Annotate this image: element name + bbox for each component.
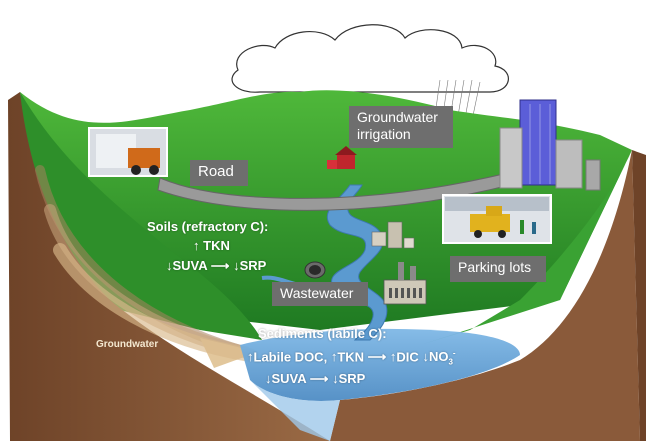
drain-pipe bbox=[304, 261, 326, 279]
right-arrow-icon: ⟶ bbox=[309, 371, 329, 386]
sediments-line2: ↓SUVA ⟶ ↓SRP bbox=[265, 371, 365, 387]
sediments-suva: SUVA bbox=[271, 371, 307, 386]
sediments-title: Sediments (labile C): bbox=[258, 326, 387, 341]
sediments-dic: DIC bbox=[396, 349, 419, 365]
groundwater-irrigation-line2: irrigation bbox=[357, 126, 411, 142]
road-label: Road bbox=[190, 160, 248, 186]
down-arrow-icon: ↓ bbox=[332, 371, 339, 386]
city-buildings bbox=[499, 99, 601, 191]
down-arrow-icon: ↓ bbox=[422, 349, 429, 365]
wastewater-label: Wastewater bbox=[272, 282, 368, 306]
no3-subscript: 3 bbox=[448, 357, 453, 367]
soils-line2: ↓SUVA ⟶ ↓SRP bbox=[166, 258, 266, 274]
sediments-srp: SRP bbox=[338, 371, 366, 386]
snow-plow-photo bbox=[88, 127, 168, 177]
down-arrow-icon: ↓ bbox=[233, 258, 240, 273]
down-arrow-icon: ↓ bbox=[265, 371, 272, 386]
soils-suva: SUVA bbox=[172, 258, 208, 273]
left-soil-face bbox=[8, 92, 330, 441]
sediments-tkn: TKN bbox=[337, 349, 365, 365]
parking-lots-label: Parking lots bbox=[450, 256, 546, 282]
no3-superscript: - bbox=[452, 349, 456, 358]
houses bbox=[371, 221, 415, 249]
barn bbox=[327, 146, 357, 169]
down-arrow-icon: ↓ bbox=[166, 258, 173, 273]
sediments-labile-doc: Labile DOC, bbox=[253, 349, 328, 365]
parking-lot-photo bbox=[442, 194, 552, 244]
soils-line1: ↑ TKN bbox=[193, 238, 230, 254]
soils-tkn: TKN bbox=[203, 238, 230, 253]
no3-symbol: NO bbox=[428, 349, 449, 365]
up-arrow-icon: ↑ bbox=[193, 238, 200, 253]
soils-srp: SRP bbox=[239, 258, 267, 273]
sediments-line1: ↑Labile DOC, ↑TKN ⟶ ↑DIC ↓NO3- bbox=[247, 346, 456, 371]
groundwater-flow-arrows bbox=[35, 165, 258, 368]
up-arrow-icon: ↑ bbox=[330, 349, 338, 365]
soils-title: Soils (refractory C): bbox=[147, 219, 269, 234]
up-arrow-icon: ↑ bbox=[389, 349, 397, 365]
right-arrow-icon: ⟶ bbox=[367, 349, 387, 365]
right-arrow-icon: ⟶ bbox=[210, 258, 230, 273]
sediments-no3: NO3- bbox=[428, 349, 456, 367]
groundwater-label: Groundwater bbox=[96, 339, 159, 350]
wastewater-plant bbox=[383, 262, 427, 305]
right-hillside bbox=[420, 150, 632, 345]
front-soil-face bbox=[330, 150, 640, 441]
groundwater-irrigation-line1: Groundwater bbox=[357, 109, 438, 125]
lake bbox=[240, 328, 520, 401]
groundwater-irrigation-label: Groundwater irrigation bbox=[349, 106, 453, 148]
river bbox=[327, 184, 388, 341]
up-arrow-icon: ↑ bbox=[247, 349, 254, 365]
